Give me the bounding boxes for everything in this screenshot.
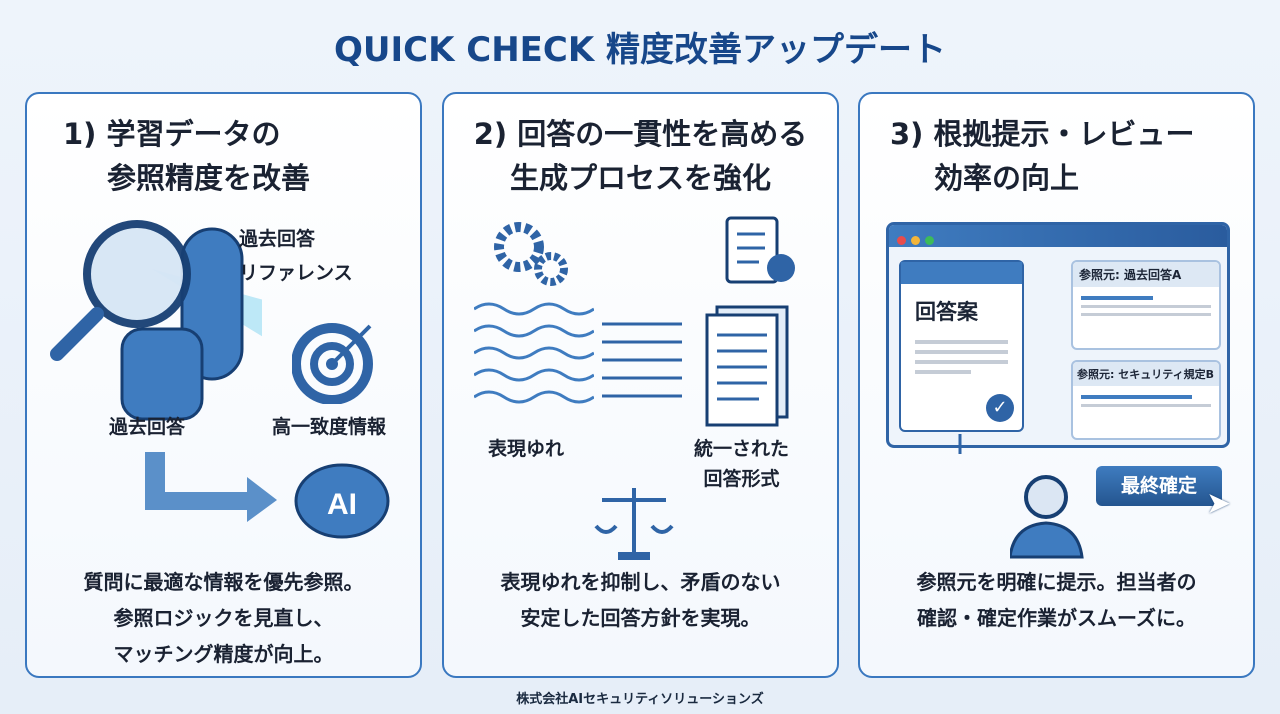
documents-icon xyxy=(705,305,789,427)
reviewer-avatar-icon xyxy=(1010,475,1084,559)
minimize-dot-icon xyxy=(911,236,921,245)
check-icon: ✓ xyxy=(986,394,1014,422)
panel-heading: 1) 学習データの 参照精度を改善 xyxy=(27,112,420,200)
label-line: 統一された xyxy=(694,438,790,460)
maximize-dot-icon xyxy=(925,236,935,245)
company-footer: 株式会社AIセキュリティソリューションズ xyxy=(516,692,764,707)
panel-consistency: 2) 回答の一貫性を高める 生成プロセスを強化 表現ゆれ 統一された 回答形式 … xyxy=(442,92,839,678)
scales-icon xyxy=(594,488,674,560)
body-line: 参照元を明確に提示。担当者の xyxy=(916,570,1197,594)
body-line: 安定した回答方針を実現。 xyxy=(520,606,761,630)
label-line: 過去回答 xyxy=(239,228,316,250)
target-icon xyxy=(292,323,373,404)
body-line: マッチング精度が向上。 xyxy=(113,642,334,666)
page-title: QUICK CHECK 精度改善アップデート xyxy=(333,30,947,70)
svg-text:AI: AI xyxy=(327,488,357,521)
cursor-icon: ➤ xyxy=(1206,486,1232,521)
panel-heading: 3) 根拠提示・レビュー 効率の向上 xyxy=(860,112,1253,200)
label-line: 回答形式 xyxy=(703,468,780,490)
panel-description: 参照元を明確に提示。担当者の 確認・確定作業がスムーズに。 xyxy=(860,564,1253,636)
window-titlebar xyxy=(889,225,1227,247)
source-b-label: 参照元: セキュリティ規定B xyxy=(1073,362,1219,386)
panel-heading: 2) 回答の一貫性を高める 生成プロセスを強化 xyxy=(444,112,837,200)
arrows-icon xyxy=(602,322,682,398)
ai-brain-icon: AI xyxy=(294,463,390,539)
label-line: リファレンス xyxy=(239,262,353,284)
card-header xyxy=(901,262,1022,284)
unified-format-label: 統一された 回答形式 xyxy=(694,434,789,494)
source-a-label: 参照元: 過去回答A xyxy=(1073,262,1219,287)
heading-line: 効率の向上 xyxy=(934,161,1080,195)
body-line: 質問に最適な情報を優先参照。 xyxy=(83,570,364,594)
reference-label: 過去回答 リファレンス xyxy=(239,222,353,290)
panel-description: 表現ゆれを抑制し、矛盾のない 安定した回答方針を実現。 xyxy=(444,564,837,636)
body-line: 表現ゆれを抑制し、矛盾のない xyxy=(500,570,781,594)
flow-arrow-icon xyxy=(145,452,277,522)
source-card-a: 参照元: 過去回答A xyxy=(1071,260,1221,350)
past-answers-label: 過去回答 xyxy=(109,416,186,438)
panel-description: 質問に最適な情報を優先参照。 参照ロジックを見直し、 マッチング精度が向上。 xyxy=(27,564,420,672)
panel-training-data: 1) 学習データの 参照精度を改善 過去回答 リファレンス 過去回答 高一致度情… xyxy=(25,92,422,678)
gears-icon xyxy=(494,222,568,286)
text-lines xyxy=(901,340,1022,374)
body-line: 確認・確定作業がスムーズに。 xyxy=(917,606,1196,630)
panel-evidence-review: 3) 根拠提示・レビュー 効率の向上 回答案 ✓ 参照元: 過去回答A 参照元:… xyxy=(858,92,1255,678)
browser-window: 回答案 ✓ 参照元: 過去回答A 参照元: セキュリティ規定B xyxy=(886,222,1230,448)
draft-card: 回答案 ✓ xyxy=(899,260,1024,432)
heading-line: 生成プロセスを強化 xyxy=(509,161,771,195)
variation-label: 表現ゆれ xyxy=(488,438,565,460)
close-dot-icon xyxy=(897,236,906,245)
source-card-b: 参照元: セキュリティ規定B xyxy=(1071,360,1221,440)
connector-lines xyxy=(958,434,962,454)
heading-line: 参照精度を改善 xyxy=(107,161,311,195)
checklist-icon xyxy=(725,216,795,284)
high-match-label: 高一致度情報 xyxy=(272,416,387,438)
database-magnifier-icon xyxy=(50,220,262,421)
heading-line: 2) 回答の一貫性を高める xyxy=(473,117,808,151)
heading-line: 1) 学習データの xyxy=(63,117,281,151)
body-line: 参照ロジックを見直し、 xyxy=(113,606,334,630)
draft-title: 回答案 xyxy=(915,300,978,324)
final-confirm-button[interactable]: 最終確定 xyxy=(1096,466,1222,506)
wavy-lines-icon xyxy=(474,302,594,404)
heading-line: 3) 根拠提示・レビュー xyxy=(890,117,1195,151)
